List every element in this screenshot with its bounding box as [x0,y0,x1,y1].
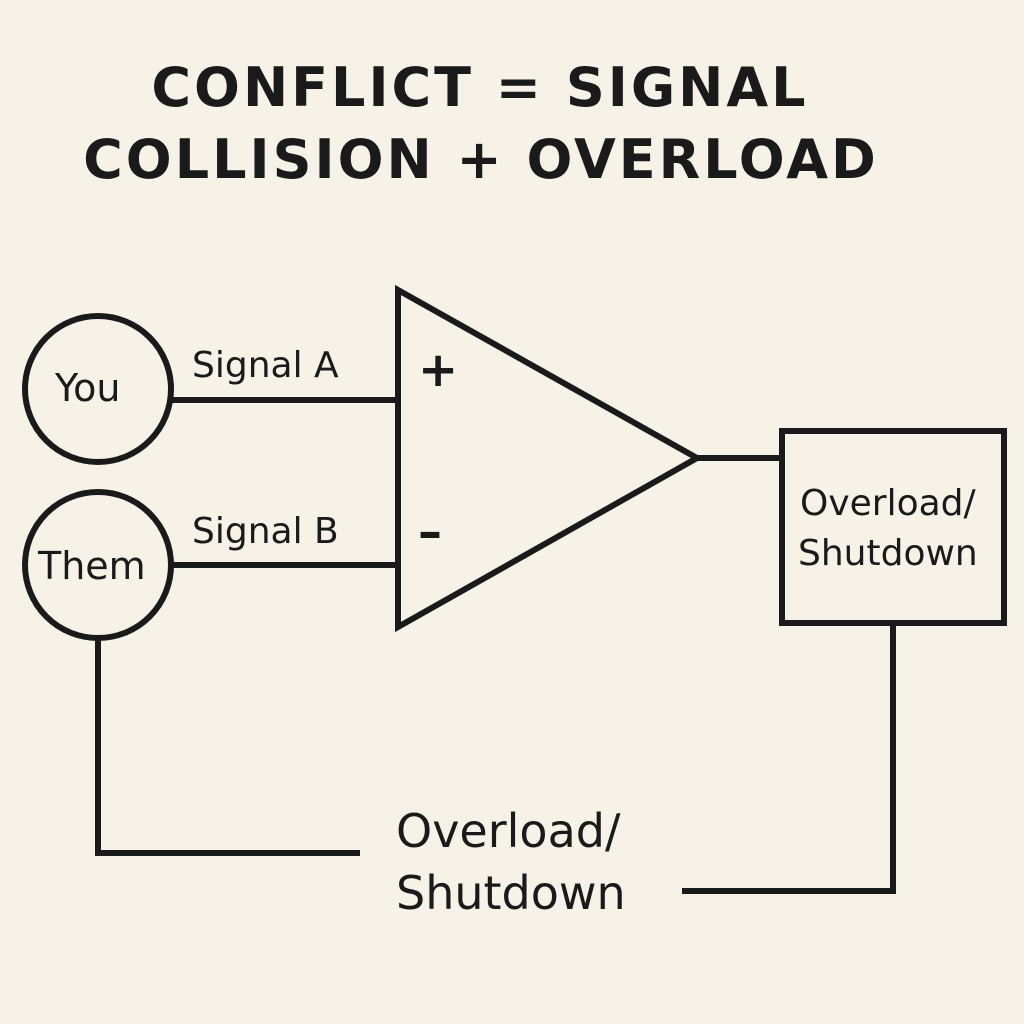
plus-sign: + [418,342,459,398]
title-line-2: COLLISION + OVERLOAD [83,128,879,191]
feedback-wire-left [95,638,360,856]
you-label: You [55,366,121,410]
them-label: Them [38,544,146,588]
box-label-line-1: Overload/ [800,483,976,524]
title-line-1: CONFLICT = SIGNAL [151,56,809,119]
minus-sign: – [418,504,442,560]
feedback-wire-right [682,623,896,894]
signal-a-label: Signal A [192,345,339,386]
box-label-line-2: Shutdown [798,533,978,574]
overload-box [779,428,1007,626]
amplifier-triangle [395,284,704,633]
feedback-label-line-2: Shutdown [396,866,626,920]
feedback-label-line-1: Overload/ [396,804,621,858]
signal-b-label: Signal B [192,511,339,552]
you-node-circle [22,313,174,465]
